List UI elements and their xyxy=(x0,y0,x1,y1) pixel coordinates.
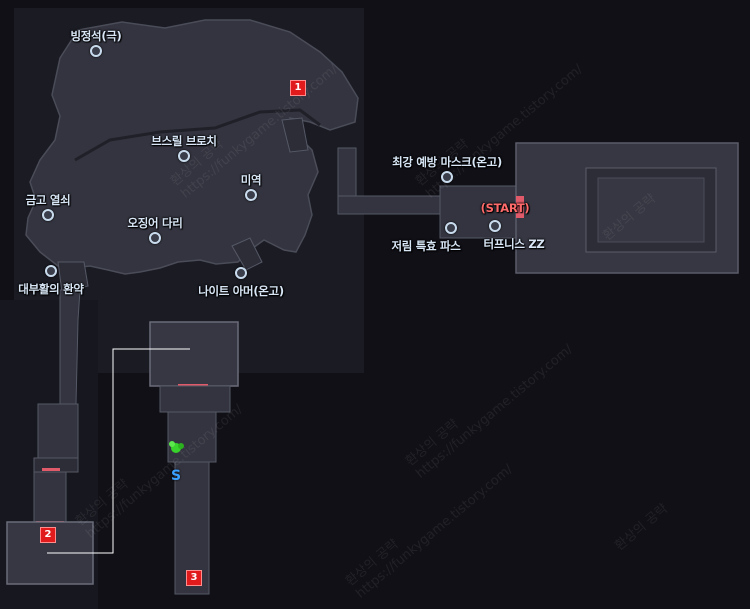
poi-marker-icon[interactable] xyxy=(90,45,102,57)
west-chamber xyxy=(37,403,79,463)
cave-stairs xyxy=(281,117,309,153)
west-passage xyxy=(33,471,67,525)
poi-marker-icon[interactable] xyxy=(235,267,247,279)
poi-label-knight-armor: 나이트 아머(온고) xyxy=(198,284,284,298)
door xyxy=(516,196,524,218)
poi-label-gold-key: 금고 열쇠 xyxy=(25,193,71,207)
cave-stairs xyxy=(231,237,263,271)
cave-stairs xyxy=(57,261,89,293)
door xyxy=(42,468,60,471)
poi-label-squid-leg: 오징어 다리 xyxy=(127,216,183,230)
poi-marker-icon[interactable] xyxy=(245,189,257,201)
room-badge-1: 1 xyxy=(290,80,306,96)
poi-marker-icon[interactable] xyxy=(45,265,57,277)
room-badge-2: 2 xyxy=(40,527,56,543)
upper-room xyxy=(149,321,239,387)
route-line xyxy=(47,348,190,554)
poi-label-resurrection-ring: 대부활의 환약 xyxy=(18,282,84,296)
poi-marker-icon[interactable] xyxy=(178,150,190,162)
enemy-icon xyxy=(169,441,184,453)
start-label: (START) xyxy=(480,201,530,215)
poi-label-ice-stone: 빙정석(극) xyxy=(70,29,122,43)
poi-marker-icon[interactable] xyxy=(445,222,457,234)
poi-marker-icon[interactable] xyxy=(441,171,453,183)
poi-label-strongest-mask: 최강 예방 마스크(온고) xyxy=(392,155,502,169)
poi-label-brooch: 브스릴 브로치 xyxy=(151,134,217,148)
poi-label-cheap-pass: 저림 특효 파스 xyxy=(391,239,461,253)
hall-mid xyxy=(167,411,217,463)
spawn-marker: S xyxy=(171,468,182,484)
main-cave-area xyxy=(25,19,359,275)
cave-ridge xyxy=(74,108,321,162)
start-room-core xyxy=(597,177,705,243)
poi-label-tifnis: 터프니스 ZZ xyxy=(483,237,545,251)
poi-marker-icon[interactable] xyxy=(489,220,501,232)
room-badge-3: 3 xyxy=(186,570,202,586)
poi-label-seaweed: 미역 xyxy=(240,173,262,187)
hall-top xyxy=(159,385,231,413)
poi-marker-icon[interactable] xyxy=(149,232,161,244)
poi-marker-icon[interactable] xyxy=(42,209,54,221)
